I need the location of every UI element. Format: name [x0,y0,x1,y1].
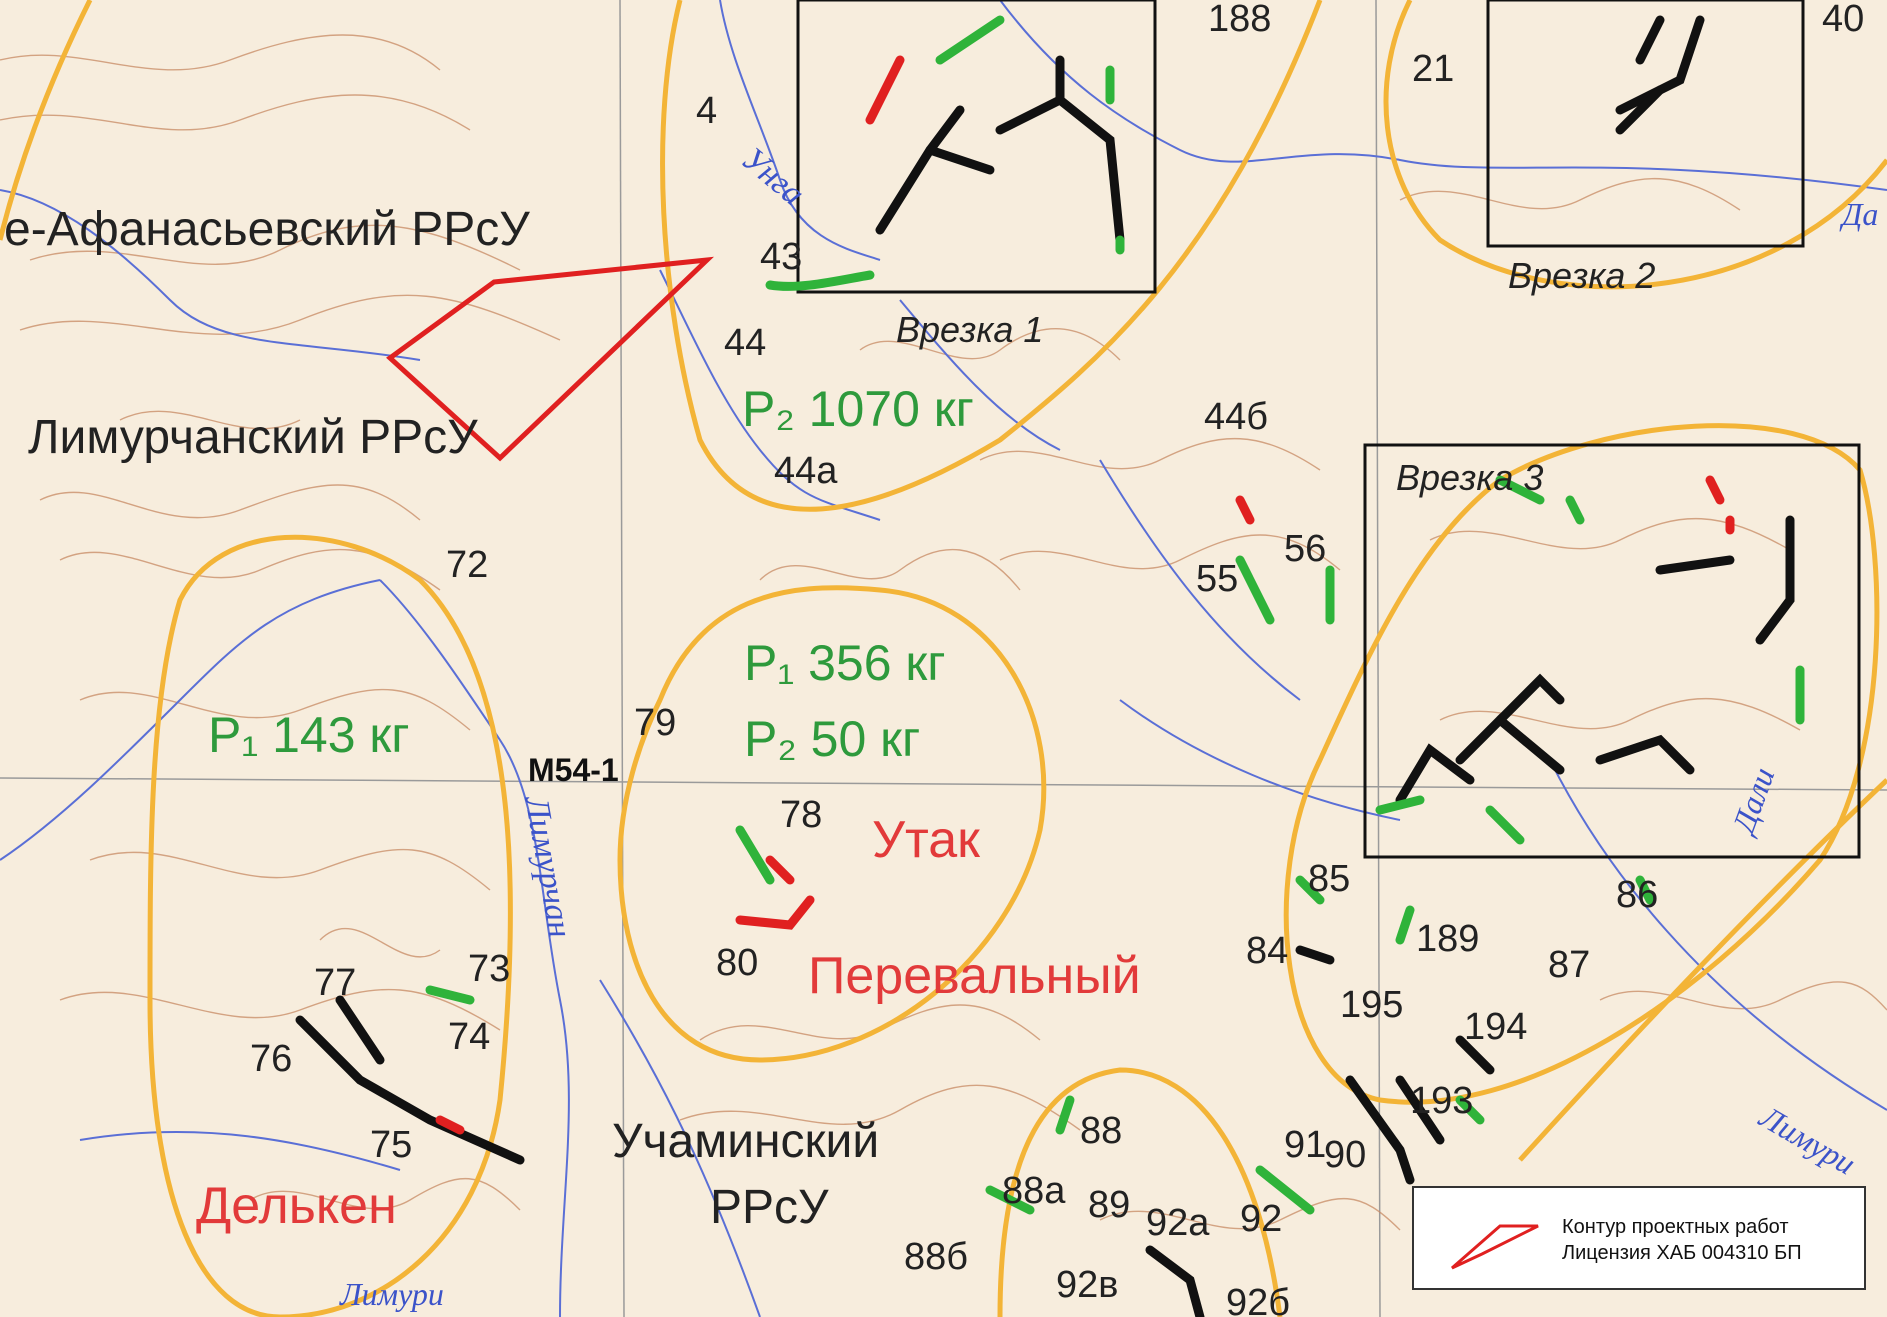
sheet-label: М54-1 [528,752,619,788]
point-label: 87 [1548,944,1591,986]
point-label: 77 [314,962,357,1004]
inset-label-1: Врезка 1 [896,309,1044,350]
point-label: 74 [448,1016,491,1058]
point-label: 79 [634,702,677,744]
point-label: 92в [1056,1264,1119,1306]
workings-red [435,55,1735,1135]
region-label-afanasievsky: е-Афанасьевский РРсУ [4,203,530,256]
point-label: 91 [1284,1124,1327,1166]
point-label: 92 [1240,1198,1283,1240]
resource-label-p2-50: P₂ 50 кг [744,711,921,767]
deposit-label-delken: Делькен [196,1177,397,1235]
point-label: 86 [1616,874,1659,916]
legend-text: Контур проектных работ Лицензия ХАБ 0043… [1562,1214,1802,1266]
resource-label-p2-1070: P₂ 1070 кг [742,381,974,437]
point-label: 44а [774,450,838,492]
point-label: 88а [1002,1170,1066,1212]
point-label: 80 [716,942,759,984]
point-label: 21 [1412,48,1455,90]
point-label: 193 [1410,1080,1474,1122]
resource-label-p1-143: P₁ 143 кг [208,707,410,763]
point-label: 92а [1146,1202,1210,1244]
point-label: 56 [1284,528,1327,570]
point-label: 88б [904,1236,969,1278]
region-label-uchaminsky: Учаминский [612,1115,880,1168]
inset-frames [796,0,1861,859]
deposit-label-perevalny: Перевальный [808,947,1141,1005]
point-label: 44б [1204,396,1269,438]
point-label: 72 [446,544,489,586]
region-label-limurchansky: Лимурчанский РРсУ [28,411,478,464]
point-label: 84 [1246,930,1289,972]
point-label: 194 [1464,1006,1528,1048]
deposit-label-utak: Утак [872,811,980,869]
workings-green [425,15,1805,1215]
point-label: 189 [1416,918,1480,960]
river-label-da: Да [1842,196,1879,232]
region-label-uchaminsky-rrsu: РРсУ [710,1181,829,1234]
point-label: 55 [1196,558,1239,600]
point-label: 76 [250,1038,293,1080]
resource-label-p1-356: P₁ 356 кг [744,635,946,691]
inset-label-2: Врезка 2 [1508,255,1656,296]
legend-line-1: Контур проектных работ [1562,1216,1789,1238]
point-label: 90 [1324,1134,1367,1176]
point-label: 195 [1340,984,1404,1026]
point-label: 78 [780,794,823,836]
point-label: 92б [1226,1282,1291,1317]
legend-line-2: Лицензия ХАБ 004310 БП [1562,1242,1802,1264]
point-label: 188 [1208,0,1272,40]
workings-black [295,15,1795,1317]
point-label: 75 [370,1124,413,1166]
legend-contour-icon [1451,1224,1539,1270]
inset-label-3: Врезка 3 [1396,457,1544,498]
point-label: 40 [1822,0,1865,40]
point-label: 89 [1088,1184,1131,1226]
point-label: 4 [696,90,718,132]
river-label-limuri: Лимури [340,1276,444,1312]
point-label: 85 [1308,858,1351,900]
legend: Контур проектных работ Лицензия ХАБ 0043… [1412,1186,1866,1290]
point-label: 43 [760,236,803,278]
point-label: 44 [724,322,767,364]
point-label: 88 [1080,1110,1123,1152]
project-contour [386,256,715,462]
point-label: 73 [468,948,511,990]
